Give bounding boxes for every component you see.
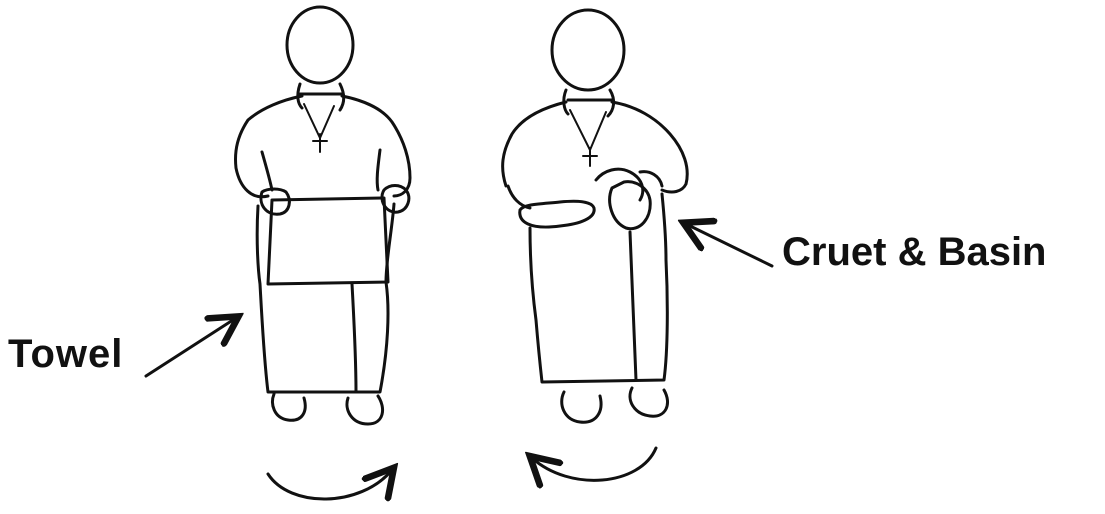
server-left-cross-icon	[313, 134, 327, 152]
server-left-head	[287, 7, 353, 83]
server-left-shoulders	[236, 96, 411, 197]
server-left-hand-left	[261, 189, 289, 214]
server-right-foot-right	[630, 388, 668, 416]
server-right-cord	[570, 110, 606, 150]
cruet-vessel	[610, 182, 651, 229]
server-left-hand-right	[382, 186, 409, 213]
turn-arrow-right	[532, 448, 656, 480]
towel-label: Towel	[8, 334, 123, 374]
server-left-foot-right	[347, 396, 383, 424]
server-left-figure	[236, 7, 411, 499]
server-left-cord	[304, 104, 334, 138]
basin-icon	[520, 201, 594, 227]
server-right-cross-icon	[583, 148, 597, 166]
cruet-basin-callout-arrow	[686, 224, 772, 266]
server-left-robe-fold	[352, 284, 356, 392]
server-right-robe-fold	[630, 232, 636, 380]
server-right-hand	[640, 172, 662, 186]
server-left-robe	[257, 204, 394, 392]
server-right-head	[552, 10, 624, 90]
server-right-robe	[530, 194, 667, 382]
turn-arrow-left	[268, 470, 392, 499]
server-left-arms	[262, 150, 380, 190]
cruet-basin-label: Cruet & Basin	[782, 232, 1047, 272]
server-right-figure	[503, 10, 688, 480]
server-right-foot-left	[562, 392, 601, 422]
server-left-foot-left	[273, 394, 306, 420]
towel-callout-arrow	[146, 318, 236, 376]
